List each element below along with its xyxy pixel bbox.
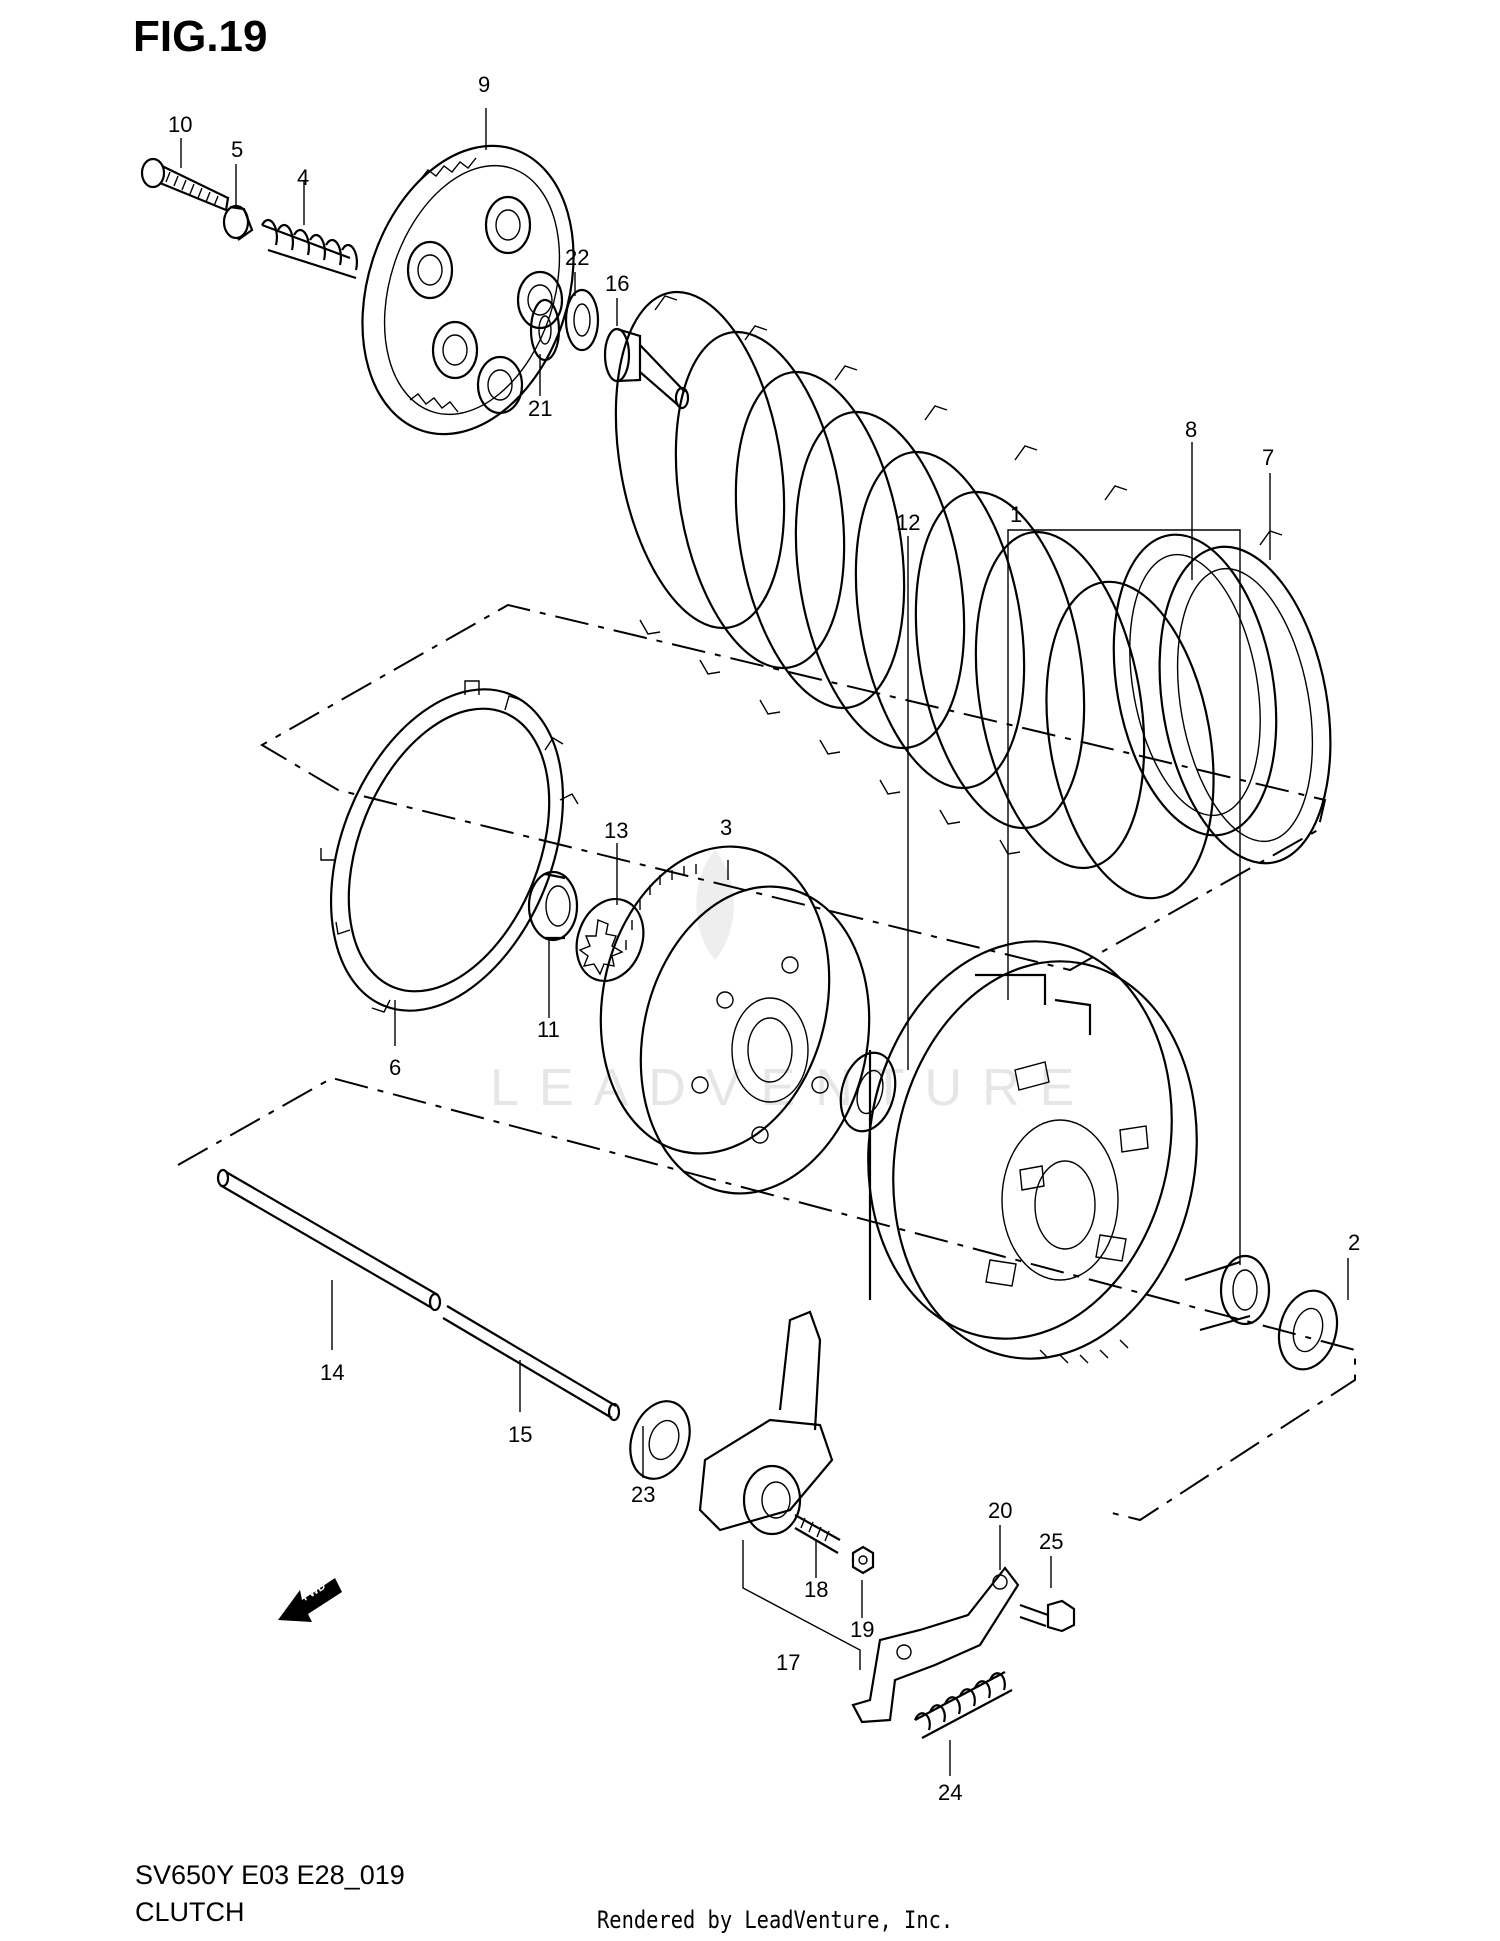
callout-15: 15 [508, 1422, 532, 1447]
part-1-clutch-housing [867, 940, 1198, 1364]
part-18-adjust-screw [794, 1514, 841, 1554]
part-2-spacer-washer [1184, 1254, 1339, 1371]
callout-17: 17 [776, 1650, 800, 1675]
part-19-lock-nut [851, 1545, 875, 1575]
callout-9: 9 [478, 72, 490, 97]
callout-12: 12 [896, 510, 920, 535]
callout-18: 18 [804, 1577, 828, 1602]
callout-5: 5 [231, 137, 243, 162]
callout-23: 23 [631, 1482, 655, 1507]
part-10-bolt [140, 157, 230, 212]
figure-title: FIG.19 [133, 12, 268, 61]
part-25-bolt [1019, 1599, 1076, 1633]
part-17-clutch-release [698, 1310, 834, 1536]
callout-19: 19 [850, 1617, 874, 1642]
part-15-push-rod [442, 1305, 621, 1422]
part-24-return-spring [913, 1671, 1013, 1739]
render-credit: Rendered by LeadVenture, Inc. [597, 1906, 954, 1934]
diagram-name: CLUTCH [135, 1897, 245, 1927]
model-code: SV650Y E03 E28_019 [135, 1860, 405, 1890]
callout-3: 3 [720, 815, 732, 840]
part-7-8-clutch-plate-stack [614, 290, 1332, 900]
callout-21: 21 [528, 396, 552, 421]
callout-13: 13 [604, 818, 628, 843]
callout-2: 2 [1348, 1230, 1360, 1255]
callout-leaders [180, 108, 1349, 1776]
callout-10: 10 [168, 112, 192, 137]
fwd-arrow-icon: FWD [278, 1578, 342, 1622]
part-9-pressure-plate [361, 144, 575, 436]
callout-4: 4 [297, 165, 309, 190]
watermark-text: LEADVENTURE [490, 1059, 1094, 1117]
part-4-clutch-spring [261, 218, 358, 280]
part-14-push-rod [216, 1168, 442, 1312]
callout-11: 11 [537, 1017, 560, 1042]
callout-22: 22 [565, 245, 589, 270]
callout-1: 1 [1010, 502, 1022, 527]
callout-14: 14 [320, 1360, 344, 1385]
part-22-bearing [564, 288, 600, 352]
callout-6: 6 [389, 1055, 401, 1080]
callout-16: 16 [605, 271, 629, 296]
callout-20: 20 [988, 1498, 1012, 1523]
part-21-washer [529, 298, 561, 362]
callout-24: 24 [938, 1780, 962, 1805]
callout-7: 7 [1262, 445, 1274, 470]
assembly-outline-lower [177, 1076, 1356, 1522]
part-13-spring-washer [575, 897, 645, 983]
part-6-friction-plate [320, 680, 579, 1013]
part-23-oil-seal [629, 1400, 691, 1480]
part-5-guide [222, 204, 254, 241]
part-11-bearing [527, 870, 579, 942]
callout-8: 8 [1185, 417, 1197, 442]
part-12-thrust-washer [839, 1051, 897, 1133]
callout-labels: 1 2 3 4 5 6 7 8 9 10 11 12 13 14 15 16 1… [168, 72, 1360, 1805]
assembly-outline-upper [260, 603, 1327, 972]
part-3-clutch-sleeve-hub [599, 845, 871, 1195]
callout-25: 25 [1039, 1529, 1063, 1554]
part-20-bracket [851, 1566, 1020, 1724]
